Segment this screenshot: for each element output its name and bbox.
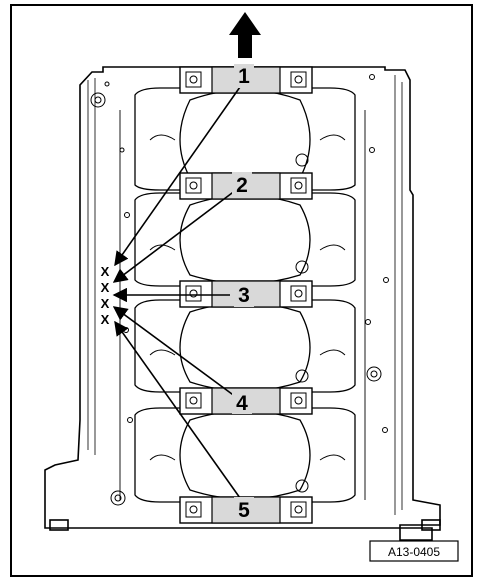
callout-4: 4	[236, 392, 248, 415]
callout-5: 5	[238, 499, 250, 522]
marking-code-char-3: X	[101, 296, 110, 311]
leader-arrow-1	[114, 86, 241, 267]
callout-3: 3	[238, 284, 250, 307]
leader-arrow-2	[112, 189, 237, 283]
direction-arrow-up-icon	[229, 12, 261, 58]
marking-code: X X X X	[97, 262, 113, 327]
marking-code-char-1: X	[101, 264, 110, 279]
callout-1: 1	[238, 65, 250, 88]
callout-2: 2	[236, 174, 248, 197]
figure-reference-label: A13-0405	[388, 545, 440, 559]
engine-block-outline	[44, 66, 441, 541]
figure-frame	[10, 4, 473, 577]
leader-arrow-5	[114, 320, 241, 499]
figure-reference: A13-0405	[369, 540, 459, 562]
callout-labels: 1 2 3 4 5	[232, 64, 254, 522]
block-holes	[90, 74, 389, 506]
leader-arrows	[112, 86, 241, 499]
leader-arrow-4	[112, 306, 237, 398]
marking-code-char-2: X	[101, 280, 110, 295]
marking-code-char-4: X	[101, 312, 110, 327]
